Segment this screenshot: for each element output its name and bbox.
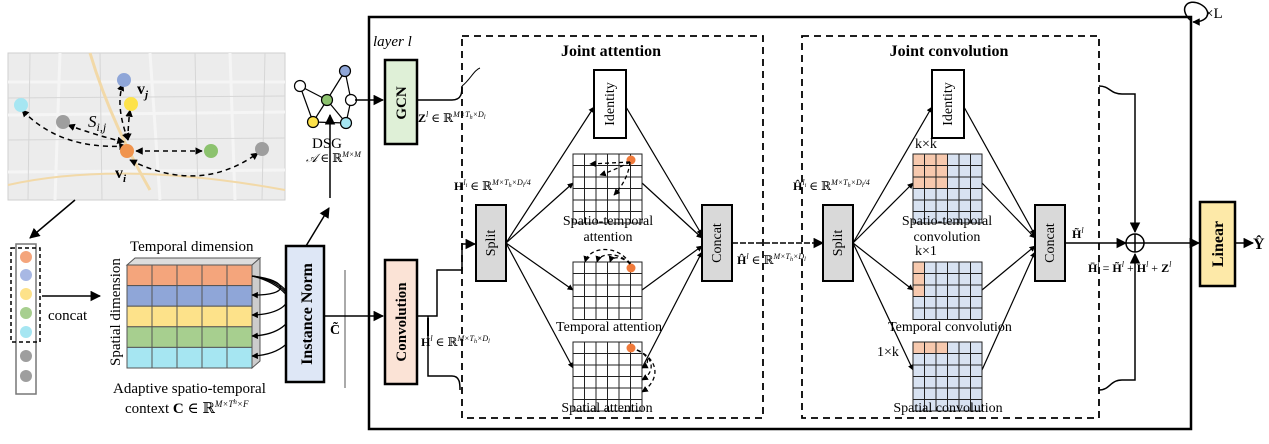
tensor-cell [126, 346, 153, 369]
kernel-1k-label: 1×k [877, 345, 899, 360]
spatio-temporal-convolution-grid [912, 153, 983, 224]
tensor-cell [176, 346, 203, 369]
spatial-dimension-label: Spatial dimension [108, 258, 124, 366]
convolution-label: Convolution [394, 282, 410, 362]
tensor-cell [176, 285, 203, 307]
map-to-column-arrow [29, 199, 76, 239]
kernel-kk-label: k×k [915, 137, 937, 152]
layer-box [367, 15, 1193, 431]
dsg-graph [293, 64, 358, 130]
repeat-label: ×L [1205, 6, 1223, 22]
conv-identity-label: Identity [941, 82, 956, 126]
joint-attention-panel [461, 35, 764, 419]
tensor-cell [201, 285, 228, 307]
tensor-cell [226, 326, 253, 348]
attention-split-label: Split [484, 230, 499, 257]
attention-split-block [475, 204, 507, 282]
context-caption-1: Adaptive spatio-temporal [113, 381, 266, 397]
kernel-k1-label: k×1 [915, 244, 937, 259]
conv-concat-label: Concat [1043, 223, 1058, 263]
tensor-cell [201, 326, 228, 348]
road-map: vj vi Si,j [7, 52, 286, 201]
tensor-cell [126, 305, 153, 328]
gcn-block [383, 58, 419, 146]
tensor-cell [126, 285, 153, 307]
temporal-convolution-grid [912, 261, 983, 320]
query-dot [626, 343, 636, 353]
tensor-cell [126, 264, 153, 287]
sum-operator [1125, 233, 1145, 253]
spatio-temporal-attention-label-1: Spatio-temporal [563, 214, 653, 229]
query-dot [626, 263, 636, 273]
spatial-attention-grid [572, 341, 643, 412]
tensor-cell [226, 305, 253, 328]
convolution-block [383, 258, 419, 386]
spatial-attention-label: Spatial attention [561, 401, 652, 416]
linear-block [1198, 200, 1237, 288]
tensor-cell [176, 264, 203, 287]
h-tilde-formula: H̃l [1072, 226, 1084, 241]
tensor-cell [226, 285, 253, 307]
gcn-label: GCN [394, 86, 410, 120]
spatio-temporal-convolution-label-1: Spatio-temporal [902, 214, 992, 229]
tensor-cell [201, 305, 228, 328]
tensor-cell [151, 346, 178, 369]
dsg-label: DSG [312, 136, 342, 152]
instance-norm-block [284, 244, 326, 384]
linear-label: Linear [1210, 221, 1227, 267]
joint-convolution-panel [801, 35, 1100, 419]
attention-identity-label: Identity [603, 82, 618, 126]
conv-split-label: Split [831, 230, 846, 257]
tensor-cell [226, 264, 253, 287]
repeat-loop [1183, 1, 1209, 26]
tensor-cell [176, 326, 203, 348]
attention-concat-block [701, 204, 733, 282]
tensor-cell [151, 285, 178, 307]
joint-convolution-title: Joint convolution [890, 43, 1009, 60]
attention-identity-block [593, 69, 627, 139]
c-tilde-label: C̃ [330, 321, 340, 338]
output-y-hat: Ŷ [1253, 234, 1265, 253]
tensor-cell [126, 326, 153, 348]
context-caption-2: context C ∈ ℝM×Th×F [125, 398, 249, 417]
instance-norm-label: Instance Norm [299, 262, 316, 364]
tensor-cell [176, 305, 203, 328]
joint-attention-title: Joint attention [561, 43, 661, 60]
spatio-temporal-attention-label-2: attention [584, 230, 633, 245]
tensor-cell [151, 326, 178, 348]
temporal-attention-label: Temporal attention [556, 320, 662, 335]
z-formula: Zl ∈ ℝM×Th×Dl [418, 110, 486, 125]
conv-identity-block [931, 69, 965, 139]
tensor-cell [226, 346, 253, 369]
h-li-formula: Hli ∈ ℝM×Th×Dl/4 [454, 178, 531, 193]
layer-label: layer l [373, 34, 412, 50]
spatio-temporal-convolution-label-2: convolution [914, 230, 981, 245]
tensor-cell [201, 346, 228, 369]
temporal-dimension-label: Temporal dimension [130, 239, 254, 255]
h-hat-formula: Ĥl ∈ ℝM×Th×Dl [737, 252, 806, 267]
temporal-attention-grid [572, 261, 643, 320]
node-column [10, 243, 41, 395]
norm-to-dsg-arrow [305, 207, 330, 247]
attention-concat-label: Concat [710, 223, 725, 263]
conv-split-block [822, 204, 854, 282]
spatial-convolution-grid [912, 341, 983, 412]
tensor-cell [151, 305, 178, 328]
context-tensor [125, 256, 298, 370]
h-hat-li-formula: Ĥli ∈ ℝM×Th×Dl/4 [793, 178, 870, 193]
h-conv-formula: Hl ∈ ℝM×Th×Dl [421, 334, 490, 349]
spatio-temporal-attention-grid [572, 153, 643, 224]
tensor-cell [201, 264, 228, 287]
spatial-convolution-label: Spatial convolution [893, 401, 1002, 416]
dsg-formula: 𝒜 ∈ ℝM×M [306, 150, 362, 165]
sum-formula: H̄l = H̃l + Hl + Zl [1088, 260, 1172, 275]
concat-arrow-label: concat [48, 308, 88, 324]
temporal-convolution-label: Temporal convolution [888, 320, 1012, 335]
tensor-cell [151, 264, 178, 287]
